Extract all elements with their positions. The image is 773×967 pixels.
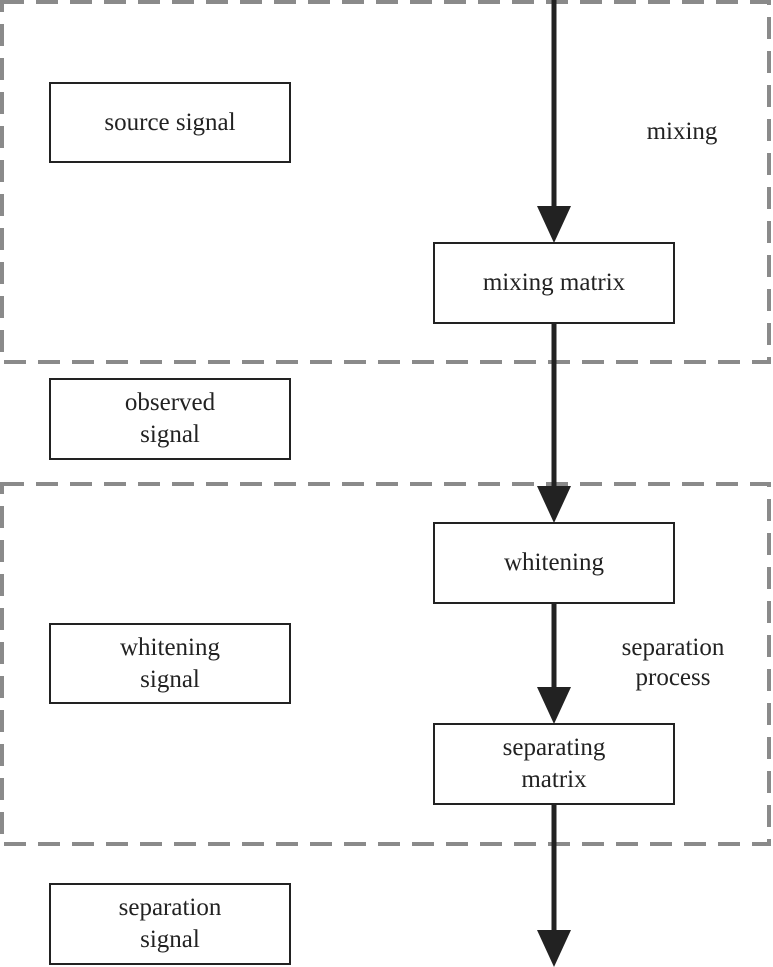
- arrowhead-into-separating-matrix: [537, 687, 571, 724]
- observed-signal-line2: signal: [140, 421, 200, 448]
- observed-signal-line1: observed: [124, 389, 216, 416]
- observed-signal-box: observed signal: [49, 378, 291, 460]
- separation-label-line2: process: [635, 664, 711, 691]
- separation-label-line1: separation: [621, 634, 725, 661]
- source-signal-box: source signal: [49, 82, 291, 163]
- separation-signal-box: separation signal: [49, 883, 291, 965]
- arrowhead-into-whitening: [537, 486, 571, 523]
- separation-process-label: separation process: [598, 633, 748, 693]
- mixing-matrix-box: mixing matrix: [433, 242, 675, 324]
- source-signal-text: source signal: [104, 108, 236, 136]
- separation-group-border: [0, 482, 771, 846]
- whitening-signal-line1: whitening: [120, 633, 220, 661]
- mixing-group-border: [0, 0, 771, 364]
- whitening-signal-label: whitening signal: [120, 632, 220, 696]
- separation-signal-label: separation signal: [119, 892, 222, 956]
- observed-signal-label: observed signal: [125, 387, 215, 451]
- mixing-group-label: mixing: [612, 117, 752, 147]
- separation-signal-line2: signal: [140, 926, 200, 953]
- separating-matrix-label: separating matrix: [503, 732, 606, 796]
- mixing-label-text: mixing: [646, 118, 718, 145]
- separating-matrix-line1: separating: [502, 734, 606, 761]
- whitening-label: whitening: [504, 547, 604, 579]
- separating-matrix-line2: matrix: [521, 766, 587, 793]
- separation-signal-line1: separation: [118, 894, 222, 921]
- arrowhead-into-mixing-matrix: [537, 206, 571, 243]
- separating-matrix-box: separating matrix: [433, 723, 675, 805]
- whitening-box: whitening: [433, 522, 675, 604]
- source-signal-label: source signal: [104, 107, 235, 139]
- flow-arrows: [537, 0, 571, 967]
- whitening-text: whitening: [504, 549, 604, 576]
- whitening-signal-line2: signal: [140, 665, 200, 693]
- whitening-signal-box: whitening signal: [49, 623, 291, 704]
- mixing-matrix-text: mixing matrix: [482, 269, 626, 296]
- mixing-matrix-label: mixing matrix: [483, 267, 625, 299]
- arrowhead-output: [537, 930, 571, 967]
